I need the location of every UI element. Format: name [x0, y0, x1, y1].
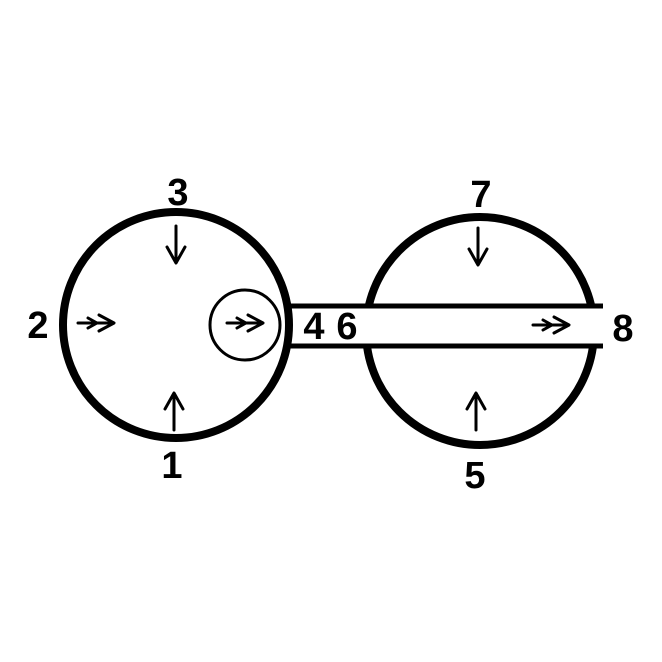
label-8: 8 [612, 308, 633, 350]
arrow-down-icon [165, 224, 187, 265]
label-6: 6 [336, 306, 357, 348]
label-3: 3 [167, 172, 188, 214]
left-circle [59, 208, 293, 442]
arrow-up-icon [163, 391, 185, 432]
label-1: 1 [161, 445, 182, 487]
arrow-up-icon [465, 391, 487, 432]
arrow-down-icon [467, 226, 489, 267]
arrow-right-icon [225, 313, 265, 333]
label-7: 7 [470, 174, 491, 216]
arrow-right-icon [531, 315, 571, 335]
label-5: 5 [464, 455, 485, 497]
label-4: 4 [303, 306, 324, 348]
arrow-right-icon [76, 313, 116, 333]
label-2: 2 [27, 305, 48, 347]
